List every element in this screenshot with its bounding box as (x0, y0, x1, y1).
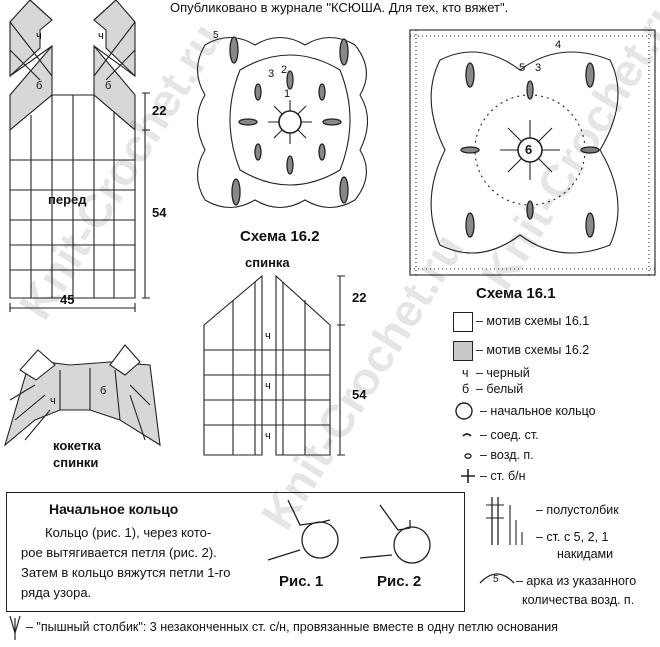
scheme-16-1-drawing (409, 29, 656, 276)
front-dim-top: 22 (152, 103, 167, 118)
scheme-16-2-drawing (196, 36, 369, 209)
back-label: спинка (245, 255, 290, 270)
fig-2-label: Рис. 2 (377, 573, 422, 590)
ring-instruction-box: Начальное кольцо Кольцо (рис. 1), через … (6, 492, 465, 612)
front-label: перед (48, 192, 87, 207)
scheme-16-2-row-3: 3 (268, 68, 275, 80)
puff-stitch-icon (9, 615, 21, 640)
scheme-16-1-row-4: 4 (555, 39, 562, 51)
yoke-cell-ch: ч (50, 395, 56, 407)
legend-dc-1: – ст. с 5, 2, 1 (536, 530, 609, 544)
front-pattern-outline (9, 0, 150, 312)
ring-box-line-1: Кольцо (рис. 1), через кото- (45, 525, 212, 540)
back-dim-top: 22 (352, 290, 367, 305)
scheme-16-1-row-3: 3 (535, 62, 542, 74)
legend-chain: – возд. п. (480, 448, 534, 462)
legend-ring: – начальное кольцо (480, 404, 596, 418)
scheme-16-1-title: Схема 16.1 (476, 285, 556, 302)
ring-box-line-3: Затем в кольцо вяжутся петли 1-го (21, 565, 231, 580)
back-pattern-outline (203, 274, 345, 456)
legend-dc-2: накидами (557, 547, 614, 561)
legend-hdc: – полустолбик (536, 503, 619, 517)
legend-swatch-gray (453, 341, 473, 361)
legend-white: – белый (476, 382, 524, 396)
back-cell-ch-3: ч (265, 430, 271, 442)
scheme-16-2-row-5: 5 (213, 30, 219, 41)
legend-sc: – ст. б/н (480, 469, 526, 483)
legend-motif-162: – мотив схемы 16.2 (476, 343, 590, 357)
front-cell-ch-2: ч (98, 30, 104, 42)
ring-box-line-2: рое вытягивается петля (рис. 2). (21, 545, 217, 560)
yoke-pattern-outline (3, 344, 161, 447)
legend-slip: – соед. ст. (480, 428, 539, 442)
legend-symbols (455, 402, 523, 584)
front-cell-b-2: б (105, 80, 112, 92)
legend-black-symbol: ч (462, 366, 469, 380)
back-dim-side: 54 (352, 387, 367, 402)
scheme-16-2-row-1: 1 (284, 88, 291, 100)
legend-swatch-white (453, 312, 473, 332)
legend-motif-161: – мотив схемы 16.1 (476, 314, 590, 328)
front-cell-ch-1: ч (36, 30, 42, 42)
ring-box-text: Кольцо (рис. 1), через кото- рое вытягив… (21, 523, 321, 603)
yoke-label-1: кокетка (53, 438, 101, 453)
front-cell-b-1: б (36, 80, 43, 92)
legend-arc-number: 5 (493, 574, 499, 585)
back-cell-ch-1: ч (265, 330, 271, 342)
scheme-16-2-title: Схема 16.2 (240, 228, 320, 245)
scheme-16-1-row-5: 5 (519, 62, 526, 74)
yoke-cell-b: б (100, 385, 107, 397)
footnote: – "пышный столбик": 3 незаконченных ст. … (26, 620, 558, 634)
ring-box-title: Начальное кольцо (49, 501, 179, 517)
front-dim-side: 54 (152, 205, 167, 220)
legend-white-symbol: б (462, 382, 470, 396)
legend-arc-2: количества возд. п. (522, 593, 635, 607)
scheme-16-2-row-2: 2 (281, 64, 288, 76)
legend-black: – черный (476, 366, 530, 380)
fig-1-label: Рис. 1 (279, 573, 324, 590)
ring-box-line-4: ряда узора. (21, 585, 92, 600)
yoke-label-2: спинки (53, 455, 99, 470)
back-cell-ch-2: ч (265, 380, 271, 392)
header-caption: Опубликовано в журнале "КСЮША. Для тех, … (170, 0, 509, 15)
legend-arc-1: – арка из указанного (516, 574, 637, 588)
front-dim-bottom: 45 (60, 292, 75, 307)
scheme-16-1-center: 6 (525, 142, 533, 157)
ring-figures (267, 499, 431, 564)
